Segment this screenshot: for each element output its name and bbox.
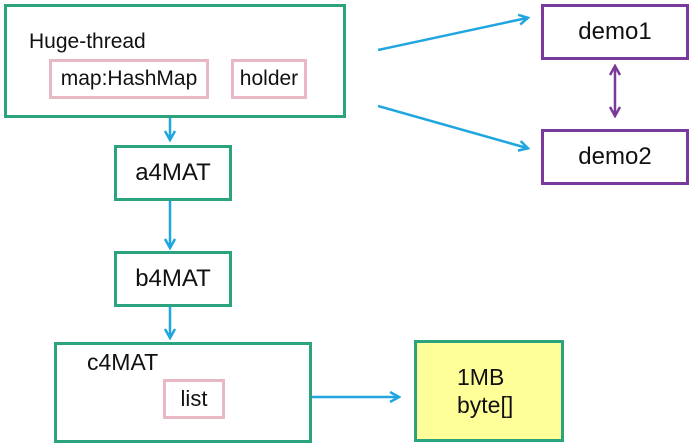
b4mat-label: b4MAT <box>135 265 211 292</box>
a4mat-box: a4MAT <box>114 145 232 201</box>
huge-thread-title: Huge-thread <box>29 30 146 53</box>
field-holder-label: holder <box>239 67 299 90</box>
arrow-huge-thread-to-demo2 <box>377 104 527 148</box>
byte-array-type: byte[] <box>457 392 514 418</box>
c4mat-title: c4MAT <box>87 349 159 375</box>
field-holder: holder <box>231 59 307 99</box>
arrow-huge-thread-to-demo1 <box>377 18 527 52</box>
huge-thread-box: Huge-thread map:HashMap holder <box>4 4 346 118</box>
demo2-box: demo2 <box>541 129 689 185</box>
field-map-label: map:HashMap <box>60 67 198 90</box>
byte-array-box: 1MB byte[] <box>414 340 564 442</box>
field-map: map:HashMap <box>49 59 209 99</box>
demo1-box: demo1 <box>541 4 689 60</box>
demo1-label: demo1 <box>578 18 652 45</box>
field-list-label: list <box>180 386 208 411</box>
demo2-label: demo2 <box>578 143 652 170</box>
field-list: list <box>163 379 225 419</box>
c4mat-box: c4MAT list <box>54 342 312 443</box>
byte-array-size: 1MB <box>457 364 505 390</box>
b4mat-box: b4MAT <box>114 251 232 307</box>
a4mat-label: a4MAT <box>135 159 211 186</box>
